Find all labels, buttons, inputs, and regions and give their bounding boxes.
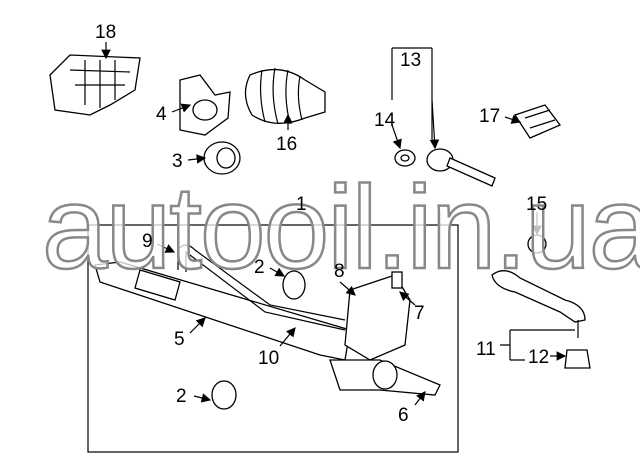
- part-2-bushing-upper: [282, 270, 306, 300]
- callout-12: 12: [528, 347, 549, 368]
- part-17-clip: [513, 104, 562, 139]
- part-3-bushing: [203, 141, 241, 175]
- callout-3: 3: [172, 151, 183, 172]
- leader-lines: [101, 42, 575, 406]
- callout-7: 7: [414, 303, 425, 324]
- callout-1: 1: [296, 194, 307, 215]
- callout-14: 14: [374, 110, 396, 131]
- callout-9: 9: [142, 231, 153, 252]
- part-2-bushing-lower: [211, 380, 237, 410]
- part-8-valve-body: [344, 271, 411, 361]
- callout-4: 4: [156, 104, 167, 125]
- callout-16: 16: [276, 134, 297, 155]
- callout-11: 11: [476, 339, 496, 360]
- callout-2-upper: 2: [254, 257, 265, 278]
- part-13-inner-tie-rod: [426, 148, 496, 187]
- part-18-heat-shield: [49, 54, 141, 116]
- callout-13: 13: [400, 50, 421, 71]
- part-4-bracket: [179, 74, 231, 136]
- watermark-text: autooil.in.ua: [42, 162, 640, 294]
- part-11-tie-rod-end: [491, 270, 586, 338]
- part-14-washer: [394, 149, 416, 167]
- callout-17: 17: [479, 106, 500, 127]
- assembly-frame: [87, 224, 459, 453]
- callout-10: 10: [258, 348, 279, 369]
- callout-18: 18: [95, 22, 116, 43]
- callout-2-lower: 2: [176, 386, 187, 407]
- part-10-pipe-lines: [177, 244, 346, 331]
- part-12-boot: [564, 349, 591, 369]
- callout-15: 15: [526, 194, 547, 215]
- part-6-rack-end: [329, 359, 441, 396]
- callout-5: 5: [174, 329, 185, 350]
- callout-6: 6: [398, 405, 409, 426]
- part-16-boot: [244, 67, 326, 125]
- callout-8: 8: [334, 261, 345, 282]
